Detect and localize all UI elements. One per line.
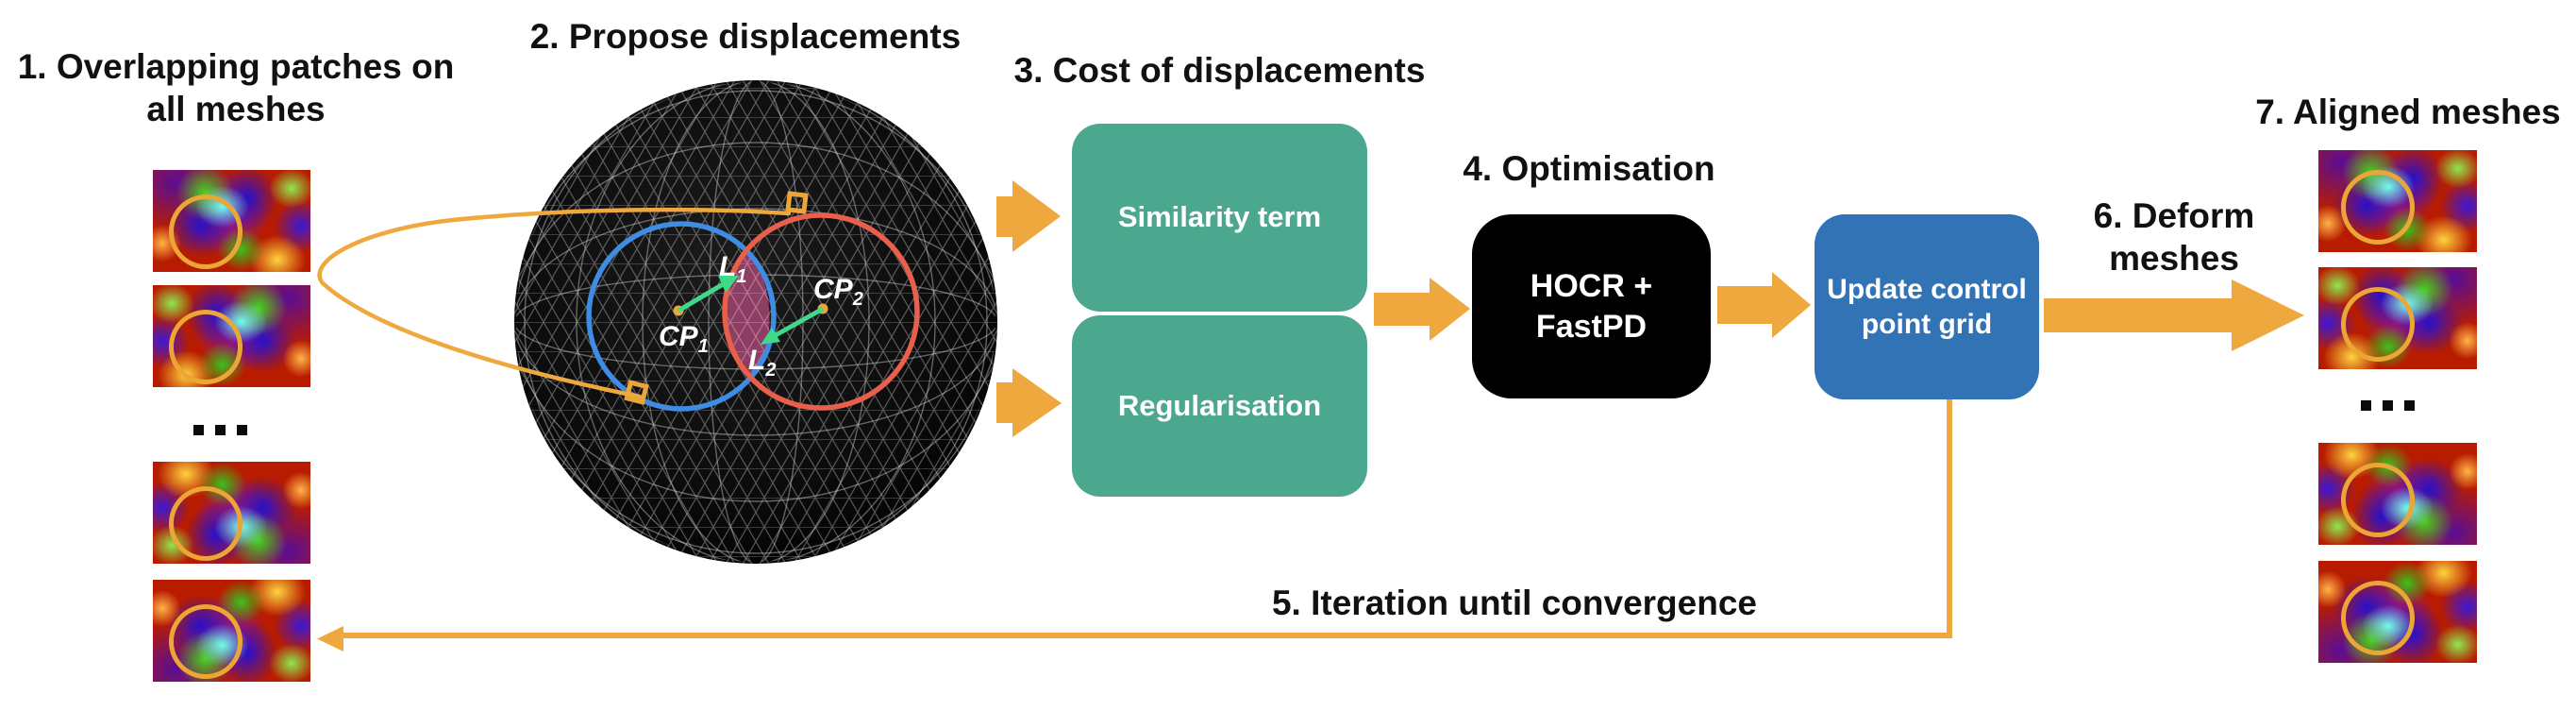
patch-circle-marker: [2340, 286, 2416, 362]
label-cp2: CP2: [813, 274, 863, 310]
mesh-patch-left-1: [153, 170, 310, 272]
regularisation-box: Regularisation: [1072, 315, 1367, 497]
mesh-patch-left-3: [153, 462, 310, 564]
patch-circle-red: [722, 212, 920, 411]
iteration-loop-arrow: [317, 399, 1952, 652]
patch-leader-lines: [317, 207, 792, 399]
arrow-to-optimiser: [1374, 278, 1470, 341]
similarity-term-box: Similarity term: [1072, 124, 1367, 312]
ellipsis-dots-left: ...: [193, 425, 247, 435]
mesh-sphere: L1 L2 CP1 CP2: [514, 80, 997, 564]
arrow-to-similarity: [996, 180, 1061, 252]
arrow-to-regularisation: [996, 368, 1062, 437]
patch-circle-marker: [2340, 462, 2416, 537]
mesh-patch-right-3: [2318, 443, 2477, 545]
patch-circle-marker: [168, 603, 243, 680]
mesh-patch-right-2: [2318, 267, 2477, 369]
step7-title: 7. Aligned meshes: [2255, 93, 2561, 131]
label-l2: L2: [748, 345, 776, 381]
patch-circle-marker: [168, 485, 243, 562]
sample-square-top: [785, 191, 809, 214]
sample-square-left: [624, 380, 649, 405]
mesh-patch-right-4: [2318, 561, 2477, 663]
mesh-patch-right-1: [2318, 150, 2477, 252]
mesh-patch-left-4: [153, 580, 310, 682]
displacement-arrow-l2: [761, 306, 825, 345]
patch-circle-marker: [2340, 169, 2416, 245]
label-l1: L1: [719, 251, 746, 287]
patch-circle-marker: [2340, 580, 2416, 655]
arrow-deform-meshes: [2044, 279, 2304, 351]
arrow-to-update: [1717, 272, 1811, 338]
step1-title: 1. Overlapping patches on all meshes: [17, 47, 455, 129]
step5-title: 5. Iteration until convergence: [1271, 584, 1757, 622]
patch-circle-marker: [168, 309, 243, 385]
overlap-lens: [727, 247, 770, 380]
ellipsis-dots-right: ...: [2361, 400, 2415, 411]
displacement-arrow-l1: [677, 276, 739, 313]
patch-circle-marker: [168, 194, 243, 270]
patch-circle-blue: [586, 221, 777, 412]
update-control-point-grid-box: Update control point grid: [1815, 214, 2039, 399]
step2-title: 2. Propose displacements: [529, 17, 962, 56]
step3-title: 3. Cost of displacements: [1013, 51, 1426, 90]
optimiser-box: HOCR + FastPD: [1472, 214, 1711, 398]
mesh-patch-left-2: [153, 285, 310, 387]
step6-title: 6. Deform meshes: [2093, 196, 2255, 279]
label-cp1: CP1: [659, 321, 709, 357]
step4-title: 4. Optimisation: [1463, 149, 1715, 188]
